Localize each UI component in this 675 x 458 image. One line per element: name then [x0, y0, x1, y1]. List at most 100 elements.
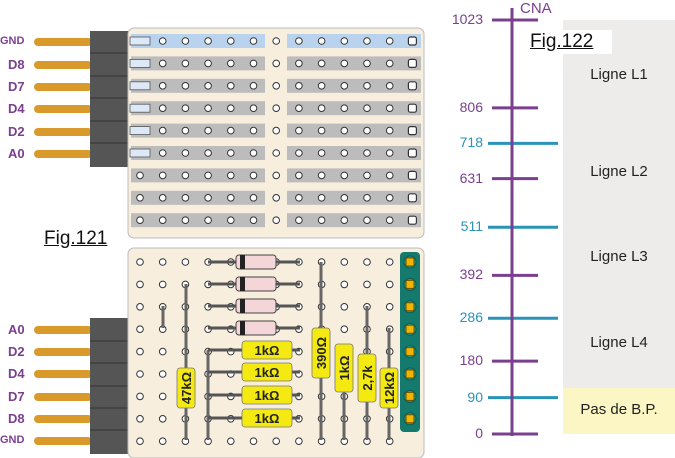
diode	[235, 276, 277, 292]
hole	[317, 216, 326, 224]
hole	[363, 82, 371, 90]
solder-pad	[129, 103, 151, 113]
resistor-horizontal	[241, 362, 293, 382]
solder-pad	[129, 59, 151, 68]
hole	[158, 370, 167, 378]
copper-strip	[287, 190, 421, 205]
hole	[295, 194, 303, 202]
hole	[181, 59, 190, 68]
zone-label-l4: Ligne L4	[590, 334, 648, 351]
hole	[249, 59, 258, 68]
top-pin-label: D8	[8, 57, 25, 72]
hole	[136, 216, 144, 224]
resistor-label: 2,7k	[360, 365, 375, 391]
resistor-horizontal	[241, 340, 293, 360]
resistor-label: 1kΩ	[255, 388, 280, 403]
square-pad	[407, 103, 417, 113]
hole	[181, 194, 190, 202]
hole	[340, 194, 349, 202]
connector-pad	[405, 414, 415, 424]
hole	[317, 194, 326, 202]
zone-label-no-button: Pas de B.P.	[580, 401, 658, 418]
hole	[317, 171, 326, 180]
hole	[181, 171, 190, 180]
resistor-vertical	[357, 353, 377, 403]
copper-strip	[287, 168, 421, 183]
hole	[136, 415, 144, 423]
resistor-label: 390Ω	[314, 337, 329, 369]
bottom-pin-label: D4	[8, 366, 25, 381]
hole	[385, 171, 394, 180]
resistor-label: 1kΩ	[255, 411, 280, 426]
hole	[340, 303, 349, 311]
hole	[295, 171, 303, 180]
connector-pad	[405, 302, 415, 312]
top-pin-label: A0	[8, 146, 25, 161]
tick-label: 90	[467, 388, 483, 405]
hole	[317, 82, 326, 90]
hole	[181, 82, 190, 90]
hole	[295, 126, 303, 135]
hole	[136, 194, 144, 202]
hole	[136, 437, 144, 445]
connector-pad	[405, 324, 415, 334]
hole	[295, 37, 303, 45]
hole	[136, 303, 144, 311]
square-pad	[407, 215, 417, 225]
tick-label: 806	[459, 98, 483, 115]
hole	[204, 194, 212, 202]
hole	[385, 303, 394, 311]
scale-ticks	[488, 18, 558, 436]
top-pin-label: D7	[8, 79, 25, 94]
hole	[158, 415, 167, 423]
hole	[272, 59, 281, 68]
tick-label: 286	[459, 309, 483, 326]
hole	[317, 59, 326, 68]
bottom-pin-label: GND	[0, 434, 25, 446]
hole	[158, 216, 167, 224]
hole	[385, 280, 394, 289]
hole	[385, 126, 394, 135]
hole	[227, 194, 235, 202]
diode	[235, 298, 277, 314]
top-header-pins	[34, 31, 130, 167]
hole	[158, 59, 167, 68]
bottom-pin-label: D7	[8, 389, 25, 404]
hole	[385, 37, 394, 45]
copper-strip	[287, 123, 421, 138]
copper-strip	[287, 146, 421, 160]
hole	[158, 149, 167, 157]
hole	[136, 325, 144, 333]
copper-strip	[131, 34, 265, 48]
hole	[363, 149, 371, 157]
hole	[249, 216, 258, 224]
hole	[204, 59, 212, 68]
hole	[272, 437, 281, 445]
hole	[181, 258, 190, 266]
connector-pad	[405, 257, 415, 267]
resistor-vertical	[311, 327, 331, 379]
hole	[204, 37, 212, 45]
hole	[227, 37, 235, 45]
hole	[227, 171, 235, 180]
hole	[204, 82, 212, 90]
resistor-vertical	[334, 343, 354, 393]
resistor-vertical	[379, 367, 399, 409]
hole	[204, 126, 212, 135]
hole	[340, 59, 349, 68]
tick-label: 180	[459, 352, 483, 369]
resistor-label: 12kΩ	[382, 372, 397, 404]
hole	[227, 149, 235, 157]
hole	[158, 194, 167, 202]
resistor-vertical	[176, 367, 196, 409]
hole	[363, 126, 371, 135]
connector-pad	[405, 347, 415, 357]
hole	[295, 104, 303, 112]
hole	[249, 104, 258, 112]
hole	[249, 437, 258, 445]
hole	[385, 258, 394, 266]
hole	[363, 194, 371, 202]
hole	[136, 280, 144, 289]
copper-strip	[287, 213, 421, 228]
